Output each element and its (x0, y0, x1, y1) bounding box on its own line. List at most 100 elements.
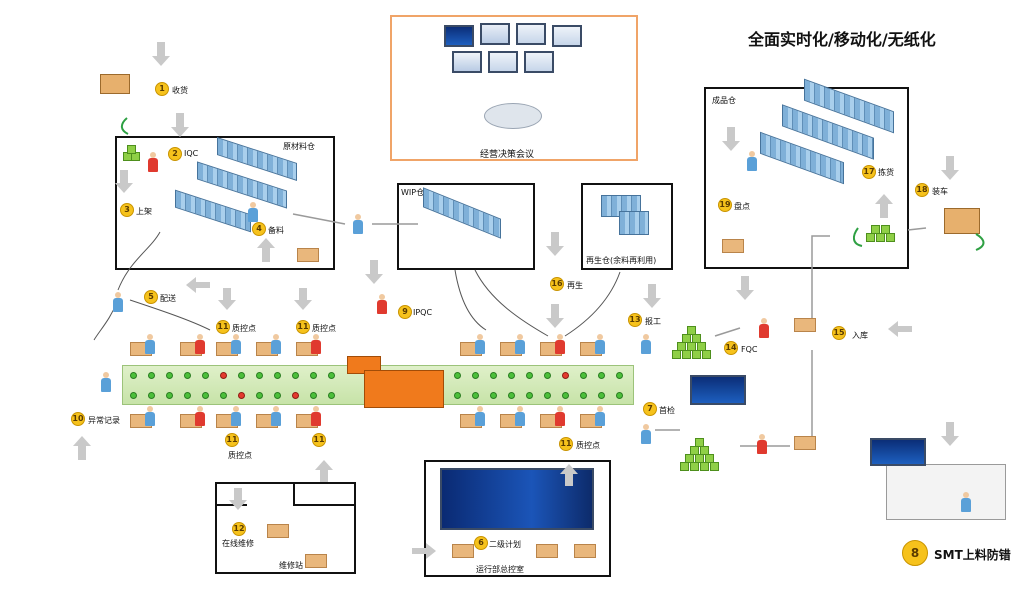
conveyor-item (274, 392, 281, 399)
control-room-label: 运行部总控室 (476, 565, 524, 574)
smt-machine (364, 370, 444, 408)
finished-warehouse-label: 成品仓 (712, 96, 736, 105)
cart-icon (794, 318, 816, 332)
step-label-5: 配送 (160, 294, 176, 303)
dashboard-screen (452, 51, 482, 73)
conveyor-item (490, 392, 497, 399)
flow-line (117, 231, 161, 291)
up-arrow-icon (257, 238, 275, 262)
regen-warehouse-label: 再生仓(余料再利用) (586, 256, 657, 265)
operator-icon (310, 334, 322, 356)
operator-icon (514, 406, 526, 428)
product-cube-icon (695, 438, 704, 447)
operator-icon (594, 406, 606, 428)
divider (293, 484, 295, 504)
conveyor-item (328, 372, 335, 379)
truck-icon (100, 74, 130, 94)
product-cube-icon (697, 342, 706, 351)
product-cube-icon (692, 334, 701, 343)
product-cube-icon (700, 462, 709, 471)
workstation-icon (452, 544, 474, 558)
conveyor-item (526, 392, 533, 399)
truck-icon (944, 208, 980, 234)
step-label-9: IPQC (413, 308, 433, 317)
flow-line (714, 327, 741, 337)
conveyor-item (274, 372, 281, 379)
raw-warehouse-box: 原材料仓 (115, 136, 335, 270)
operator-icon (640, 424, 652, 446)
operator-icon (147, 152, 159, 174)
down-arrow-icon (294, 288, 312, 310)
flow-line (129, 299, 211, 331)
finished-warehouse-box: 成品仓 (704, 78, 909, 269)
material-cube-icon (127, 145, 136, 154)
operator-icon (514, 334, 526, 356)
product-cube-icon (886, 233, 895, 242)
down-arrow-icon (736, 276, 754, 300)
right-arrow-icon (412, 543, 436, 559)
conveyor-item (472, 392, 479, 399)
product-cube-icon (700, 446, 709, 455)
product-cube-icon (685, 454, 694, 463)
step-badge-2: 2 (168, 147, 182, 161)
step-label-12: 在线维修 (222, 539, 254, 548)
divider (293, 504, 356, 506)
conveyor-item (310, 392, 317, 399)
down-arrow-icon (152, 42, 170, 66)
step-label-11: 质控点 (576, 441, 600, 450)
green-loop-arrow (120, 117, 129, 135)
control-room-big-screen (440, 468, 594, 530)
product-cube-icon (702, 350, 711, 359)
product-cube-icon (690, 462, 699, 471)
operator-icon (474, 406, 486, 428)
smt-check-screen (870, 438, 926, 466)
conveyor-item (490, 372, 497, 379)
product-cube-icon (677, 342, 686, 351)
cart-icon (794, 436, 816, 450)
operator-icon (144, 406, 156, 428)
conveyor-item (328, 392, 335, 399)
step-badge-18: 18 (915, 183, 929, 197)
step-badge-8: 8 (902, 540, 928, 566)
flow-line (292, 213, 346, 225)
operator-icon (554, 334, 566, 356)
conveyor-item (220, 372, 227, 379)
step-badge-11: 11 (296, 320, 310, 334)
flow-line (454, 269, 487, 331)
operator-icon (270, 334, 282, 356)
wip-warehouse-box: WIP仓 (397, 183, 535, 270)
conveyor-item (526, 372, 533, 379)
operator-icon (352, 214, 364, 236)
product-cube-icon (871, 225, 880, 234)
regen-warehouse-box: 再生仓(余料再利用) (581, 183, 673, 270)
product-cube-icon (866, 233, 875, 242)
product-cube-icon (695, 454, 704, 463)
product-cube-icon (710, 462, 719, 471)
conveyor-item (220, 392, 227, 399)
conveyor-item (202, 372, 209, 379)
step-label-4: 备料 (268, 226, 284, 235)
conveyor-item (454, 372, 461, 379)
step-label-18: 装车 (932, 187, 948, 196)
dashboard-screen (444, 25, 474, 47)
step-label-14: FQC (741, 345, 758, 354)
step-label-3: 上架 (136, 207, 152, 216)
step-badge-11: 11 (312, 433, 326, 447)
operator-icon (746, 151, 758, 173)
workstation-icon (722, 239, 744, 253)
conveyor-item (580, 372, 587, 379)
flow-line (474, 269, 549, 337)
operator-icon (594, 334, 606, 356)
operator-icon (640, 334, 652, 356)
conveyor-item (616, 372, 623, 379)
conveyor-item (238, 372, 245, 379)
down-arrow-icon (365, 260, 383, 284)
product-cube-icon (672, 350, 681, 359)
control-room-box: 运行部总控室 (424, 460, 611, 577)
operator-icon (230, 406, 242, 428)
step-label-11: 质控点 (228, 451, 252, 460)
decision-meeting-label: 经营决策会议 (480, 150, 535, 160)
down-arrow-icon (115, 170, 133, 193)
operator-icon (474, 334, 486, 356)
operator-icon (100, 372, 112, 394)
